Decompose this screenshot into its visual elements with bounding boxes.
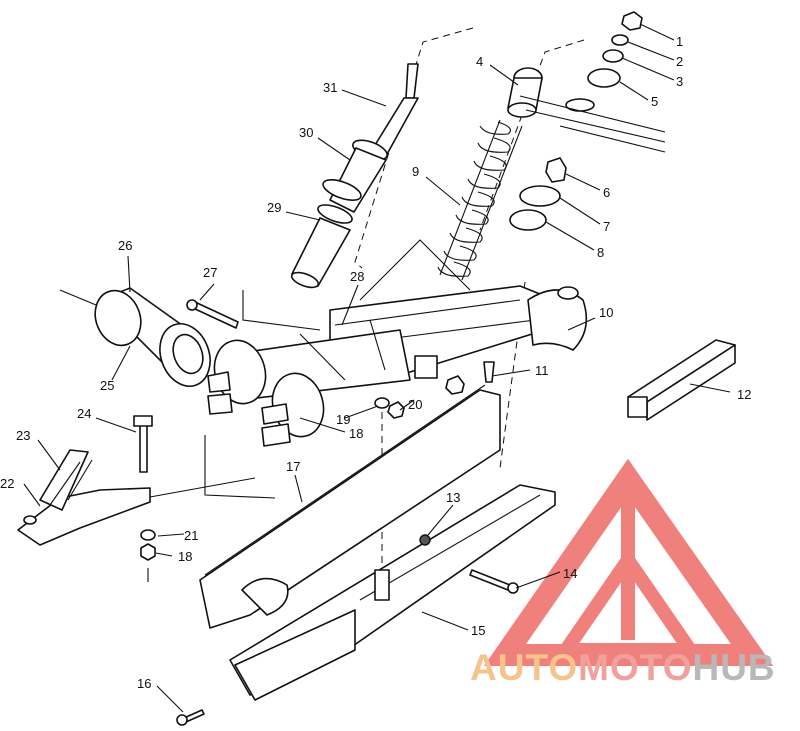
shock-shaft (290, 63, 419, 289)
slide-rail-upper (199, 384, 501, 629)
callout-12: 12 (737, 387, 751, 402)
square-bar (627, 339, 736, 421)
callout-17: 17 (286, 459, 300, 474)
callouts: 1 2 3 4 5 6 7 8 9 10 11 12 13 14 15 16 1… (0, 34, 751, 691)
callout-27: 27 (203, 265, 217, 280)
callout-10: 10 (599, 305, 613, 320)
callout-8: 8 (597, 245, 604, 260)
callout-29: 29 (267, 200, 281, 215)
callout-11: 11 (535, 363, 549, 378)
watermark-logo-icon (483, 458, 774, 666)
callout-5: 5 (651, 94, 658, 109)
pivot-tube (59, 287, 211, 387)
callout-25: 25 (100, 378, 114, 393)
callout-20: 20 (408, 397, 422, 412)
callout-6: 6 (603, 185, 610, 200)
callout-16: 16 (137, 676, 151, 691)
callout-23: 23 (16, 428, 30, 443)
callout-4: 4 (476, 54, 483, 69)
watermark-moto: MOTO (578, 647, 692, 688)
callout-1: 1 (676, 34, 683, 49)
coil-spring (437, 119, 523, 281)
callout-13: 13 (446, 490, 460, 505)
callout-26: 26 (118, 238, 132, 253)
swing-arm (225, 239, 556, 401)
callout-24: 24 (77, 406, 91, 421)
watermark-text: AUTOMOTOHUB (470, 647, 776, 688)
callout-18a: 18 (349, 426, 363, 441)
washers-lower (140, 529, 156, 582)
callout-31: 31 (323, 80, 337, 95)
watermark-auto: AUTO (470, 647, 578, 688)
bolt-27 (186, 299, 239, 329)
callout-2: 2 (676, 54, 683, 69)
callout-15: 15 (471, 623, 485, 638)
mount-bracket (17, 449, 151, 546)
watermark-hub: HUB (692, 647, 775, 688)
callout-14: 14 (563, 566, 577, 581)
bolt-14 (469, 569, 519, 594)
callout-3: 3 (676, 74, 683, 89)
upper-rail (519, 95, 666, 153)
slide-rail-lower (229, 484, 556, 701)
callout-28: 28 (350, 269, 364, 284)
callout-30: 30 (299, 125, 313, 140)
hardware-stack (509, 11, 643, 231)
callout-19: 19 (336, 412, 350, 427)
callout-18b: 18 (178, 549, 192, 564)
callout-21: 21 (184, 528, 198, 543)
bolt-24 (133, 415, 153, 473)
callout-22: 22 (0, 476, 14, 491)
bolt-16 (176, 709, 205, 726)
end-bushing (527, 286, 588, 351)
leader-lines (23, 23, 731, 713)
callout-9: 9 (412, 164, 419, 179)
washers-mid (374, 361, 495, 419)
clamp-rings (207, 339, 325, 447)
spring-retainer (507, 67, 543, 118)
callout-7: 7 (603, 219, 610, 234)
reference-lines (149, 27, 585, 585)
svg-text:AUTOMOTOHUB: AUTOMOTOHUB (470, 647, 776, 688)
